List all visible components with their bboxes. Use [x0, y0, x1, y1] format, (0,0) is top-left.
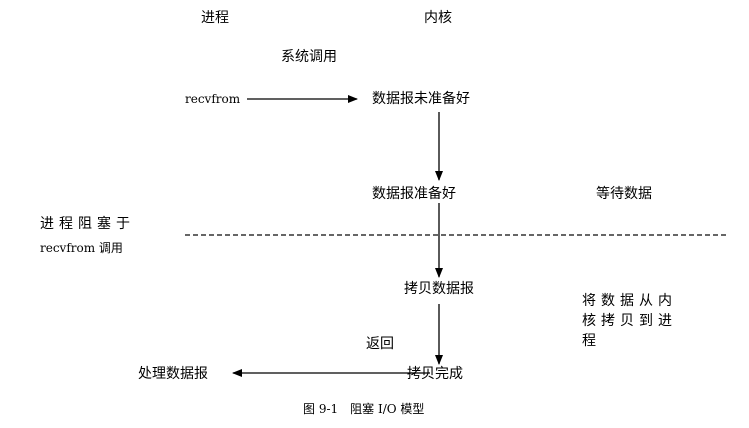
label-wait-for-data: 等待数据	[596, 186, 652, 202]
label-copy-complete: 拷贝完成	[407, 366, 463, 382]
label-datagram-ready: 数据报准备好	[372, 186, 456, 202]
label-blocked-line1: 进程阻塞于	[40, 216, 135, 232]
label-recvfrom: recvfrom	[185, 92, 241, 106]
label-copy-kernel-line2: 核拷贝到进	[582, 313, 677, 329]
label-return: 返回	[366, 336, 394, 352]
label-copy-kernel-line3: 程	[582, 333, 596, 349]
label-datagram-not-ready: 数据报未准备好	[372, 91, 470, 107]
header-process: 进程	[201, 10, 229, 26]
label-process-datagram: 处理数据报	[138, 366, 208, 382]
label-copy-datagram: 拷贝数据报	[404, 281, 474, 297]
figure-caption: 图 9-1 阻塞 I/O 模型	[303, 402, 425, 416]
label-copy-kernel-line1: 将数据从内	[582, 293, 677, 309]
label-syscall: 系统调用	[281, 49, 337, 65]
header-kernel: 内核	[424, 10, 452, 26]
label-blocked-line2: recvfrom 调用	[40, 241, 123, 255]
